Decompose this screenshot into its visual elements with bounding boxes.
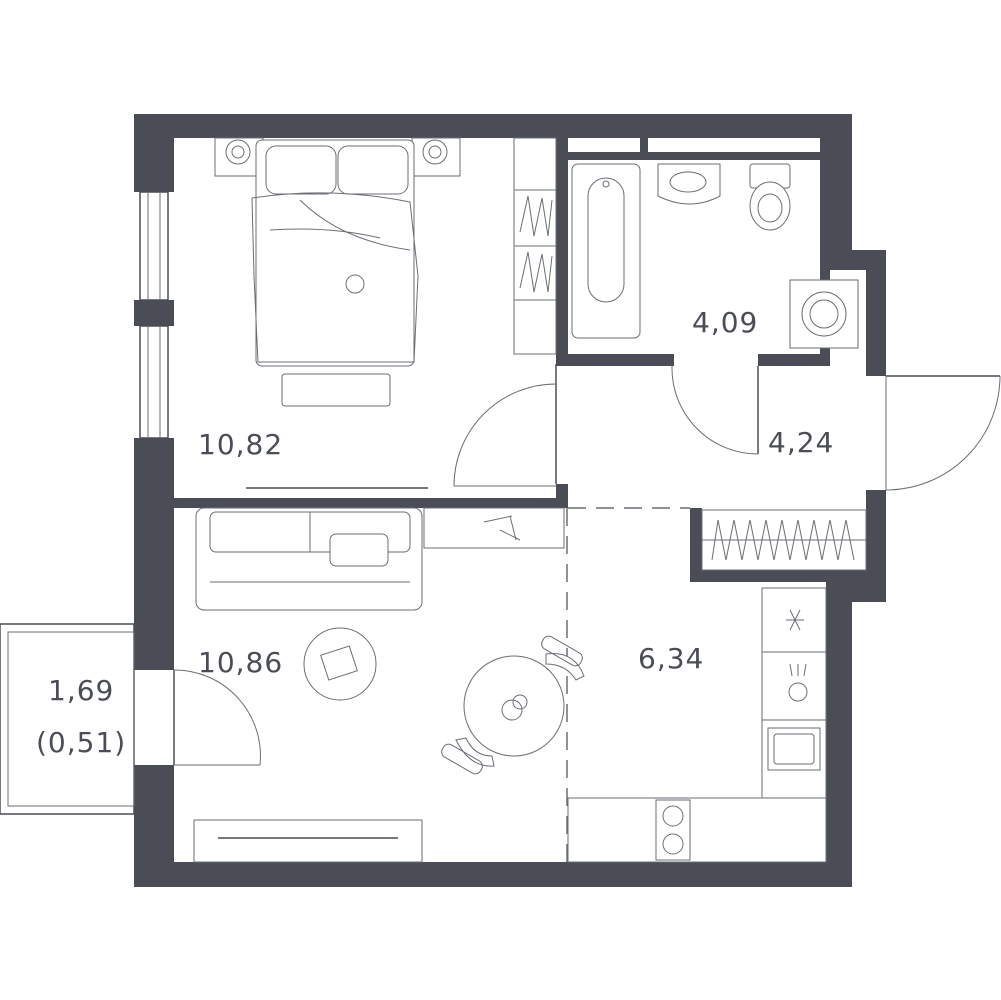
coffee-table-icon <box>303 627 377 701</box>
door-swing-icon <box>453 364 557 487</box>
window-left-1 <box>139 191 169 301</box>
rug-icon <box>281 373 391 407</box>
hallway-area: 4,24 <box>768 426 834 459</box>
living-room-area: 10,86 <box>198 646 283 679</box>
bathtub-icon <box>571 163 641 339</box>
kitchen-area: 6,34 <box>638 642 704 675</box>
toilet-icon <box>749 163 791 231</box>
window-left-2 <box>139 325 169 439</box>
kitchen-sink-icon <box>767 727 821 771</box>
tv-stand-icon <box>193 819 423 863</box>
outer-walls <box>134 114 886 887</box>
bedroom-area: 10,82 <box>198 428 283 461</box>
chair-icon <box>441 737 495 775</box>
dining-table-icon <box>463 655 565 757</box>
bed-icon <box>251 139 419 367</box>
balcony-area: 1,69 <box>48 674 114 707</box>
door-swing-icon <box>671 365 759 455</box>
door-swing-icon <box>885 375 1001 491</box>
wardrobe-icon <box>513 137 557 355</box>
chair-icon <box>541 635 585 681</box>
zone-divider <box>566 507 690 862</box>
kitchen-lower-counter <box>567 797 827 863</box>
nightstand-icon <box>411 137 461 177</box>
interior-walls <box>174 138 866 582</box>
sofa-icon <box>195 507 423 611</box>
bathroom-area: 4,09 <box>692 306 758 339</box>
nightstand-icon <box>214 137 264 177</box>
balcony <box>0 623 261 815</box>
balcony-reduced-area: (0,51) <box>36 726 126 759</box>
washing-machine-icon <box>789 279 859 349</box>
console-icon <box>423 507 565 549</box>
sink-icon <box>657 163 721 205</box>
wardrobe-icon <box>701 509 867 571</box>
stove-icon <box>655 799 691 861</box>
dishwasher-icon <box>788 663 808 702</box>
